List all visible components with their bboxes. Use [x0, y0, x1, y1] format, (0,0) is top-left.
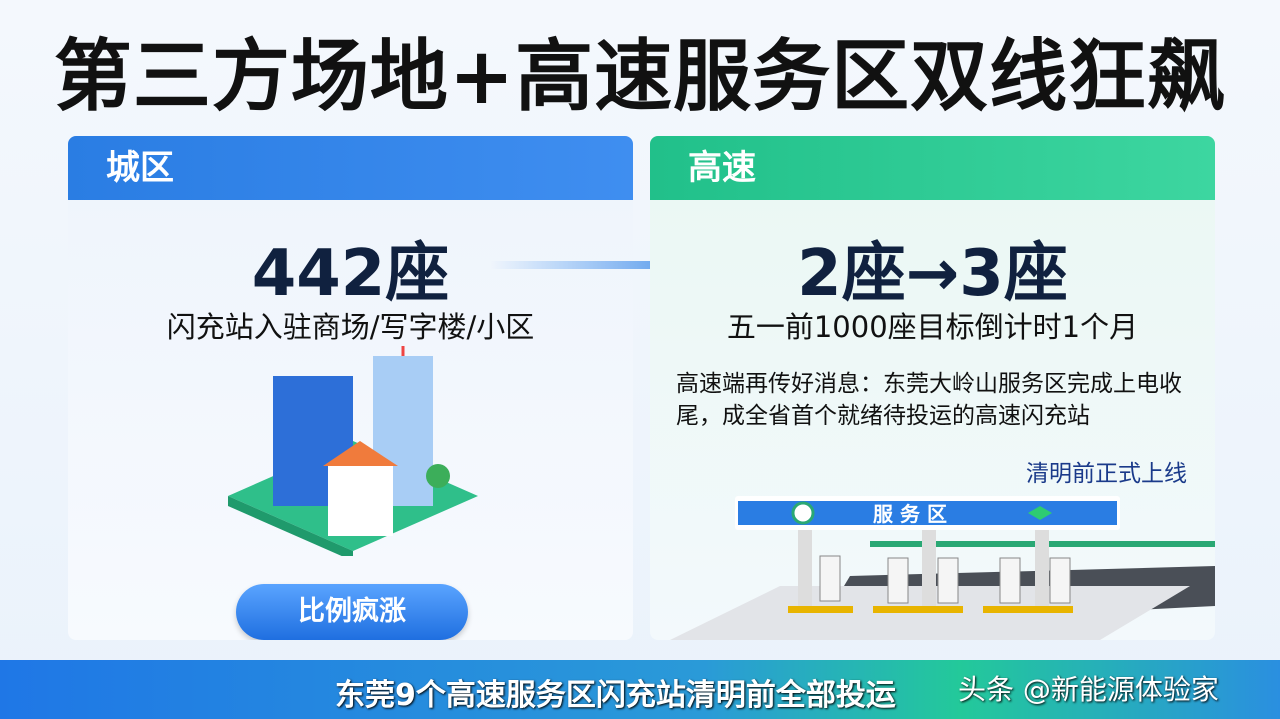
watermark: 头条 @新能源体验家	[958, 673, 1219, 706]
highway-news: 高速端再传好消息：东莞大岭山服务区完成上电收尾，成全省首个就绪待投运的高速闪充站	[676, 371, 1182, 429]
service-area-sign: 服 务 区	[873, 502, 947, 526]
city-desc: 闪充站入驻商场/写字楼/小区	[166, 310, 535, 344]
service-area-illustration: 服 务 区	[670, 496, 1215, 640]
ratio-surge-button[interactable]: 比例疯涨	[236, 584, 468, 640]
city-card: 城区 442座 闪充站入驻商场/写字楼/小区 比例疯涨	[68, 136, 633, 640]
highway-desc: 五一前1000座目标倒计时1个月	[726, 310, 1139, 344]
city-header: 城区	[68, 136, 633, 200]
city-buildings-illustration	[228, 346, 478, 556]
city-count: 442座	[251, 237, 450, 311]
online-notice: 清明前正式上线	[1026, 461, 1187, 487]
footer-text: 东莞9个高速服务区闪充站清明前全部投运	[335, 678, 896, 713]
highway-header: 高速	[650, 136, 1215, 200]
highway-count: 2座→3座	[797, 237, 1068, 311]
page-title: 第三方场地+高速服务区双线狂飙	[53, 32, 1227, 122]
highway-card: 高速 2座→3座 五一前1000座目标倒计时1个月 高速端再传好消息：东莞大岭山…	[650, 136, 1215, 640]
footer-banner: 东莞9个高速服务区闪充站清明前全部投运 头条 @新能源体验家	[0, 660, 1280, 719]
